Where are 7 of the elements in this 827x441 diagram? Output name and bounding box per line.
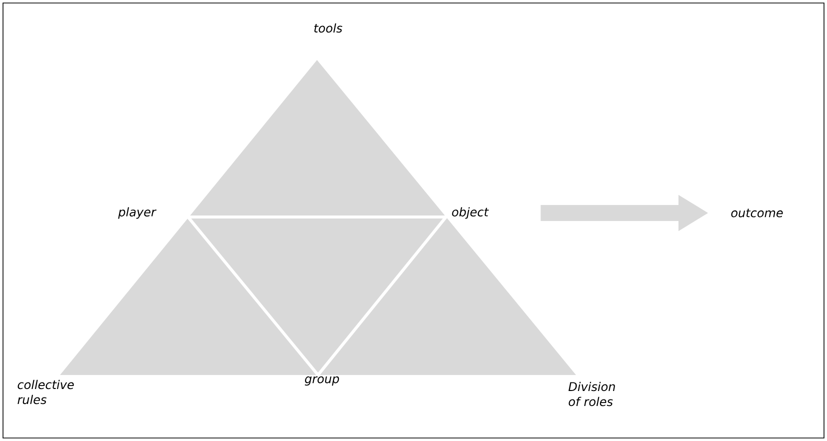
node-label: collective rules — [18, 380, 74, 404]
node-label: object — [452, 207, 489, 219]
node-label: tools — [314, 23, 342, 33]
node-label: outcome — [731, 208, 783, 218]
node-label: group — [304, 376, 339, 386]
node-label: Division of roles — [568, 382, 615, 406]
node-label: player — [118, 207, 156, 219]
